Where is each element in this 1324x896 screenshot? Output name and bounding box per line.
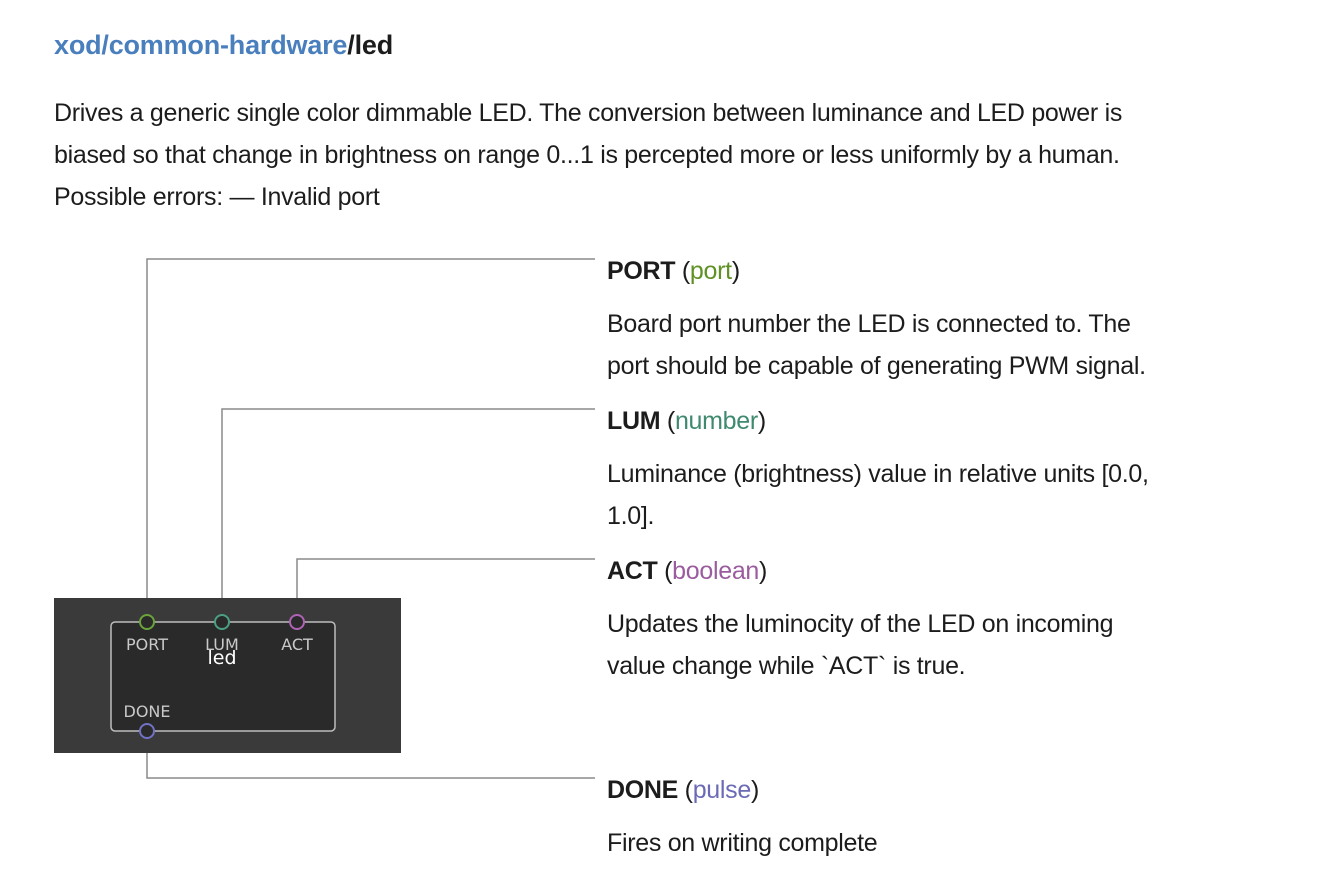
pin-type: boolean bbox=[672, 557, 760, 585]
pin-description-line: Board port number the LED is connected t… bbox=[607, 310, 1131, 338]
pin-label-port: PORT bbox=[126, 635, 168, 654]
pin-description-line: Updates the luminocity of the LED on inc… bbox=[607, 610, 1114, 638]
pin-name: ACT bbox=[607, 557, 658, 585]
pin-label-lum: LUM bbox=[205, 635, 239, 654]
pin-type: pulse bbox=[692, 776, 752, 804]
pin-doc-heading: LUM (number) bbox=[607, 407, 766, 435]
pin-act[interactable] bbox=[289, 614, 305, 630]
library-link[interactable]: xod/common-hardware bbox=[54, 30, 348, 60]
pin-label-done: DONE bbox=[124, 702, 171, 721]
pin-done[interactable] bbox=[139, 723, 155, 739]
node-name: led bbox=[354, 30, 394, 60]
pin-label-act: ACT bbox=[281, 635, 313, 654]
pin-port[interactable] bbox=[139, 614, 155, 630]
pin-doc-port: PORT (port) Board port number the LED is… bbox=[607, 256, 1247, 387]
node-description: Drives a generic single color dimmable L… bbox=[54, 92, 1264, 218]
pin-name: PORT bbox=[607, 257, 676, 285]
pin-name: DONE bbox=[607, 776, 679, 804]
pin-description: Updates the luminocity of the LED on inc… bbox=[607, 603, 1247, 687]
pin-doc-heading: DONE (pulse) bbox=[607, 776, 760, 804]
description-line: biased so that change in brightness on r… bbox=[54, 141, 1120, 169]
description-line: Possible errors: — Invalid port bbox=[54, 183, 380, 211]
pin-description-line: 1.0]. bbox=[607, 502, 655, 530]
pin-doc-heading: PORT (port) bbox=[607, 257, 740, 285]
pin-name: LUM bbox=[607, 407, 661, 435]
pin-doc-heading: ACT (boolean) bbox=[607, 557, 768, 585]
pin-description: Luminance (brightness) value in relative… bbox=[607, 453, 1247, 537]
pin-description: Fires on writing complete bbox=[607, 822, 1247, 864]
pin-doc-done: DONE (pulse) Fires on writing complete bbox=[607, 775, 1247, 864]
pin-type: number bbox=[674, 407, 758, 435]
description-line: Drives a generic single color dimmable L… bbox=[54, 99, 1123, 127]
node-label: led bbox=[207, 647, 236, 669]
pin-type: port bbox=[689, 257, 732, 285]
leader-line-lum bbox=[221, 408, 595, 614]
pin-description-line: Fires on writing complete bbox=[607, 829, 878, 857]
leader-line-act bbox=[296, 558, 595, 614]
pin-description: Board port number the LED is connected t… bbox=[607, 303, 1247, 387]
pin-lum[interactable] bbox=[214, 614, 230, 630]
leader-line-port bbox=[146, 258, 595, 614]
pin-doc-lum: LUM (number) Luminance (brightness) valu… bbox=[607, 406, 1247, 537]
path-separator: / bbox=[347, 30, 355, 60]
pin-description-line: value change while `ACT` is true. bbox=[607, 652, 966, 680]
pin-description-line: port should be capable of generating PWM… bbox=[607, 352, 1146, 380]
pin-description-line: Luminance (brightness) value in relative… bbox=[607, 460, 1149, 488]
pin-doc-act: ACT (boolean) Updates the luminocity of … bbox=[607, 556, 1247, 687]
node-path-title: xod/common-hardware/led bbox=[54, 30, 393, 61]
